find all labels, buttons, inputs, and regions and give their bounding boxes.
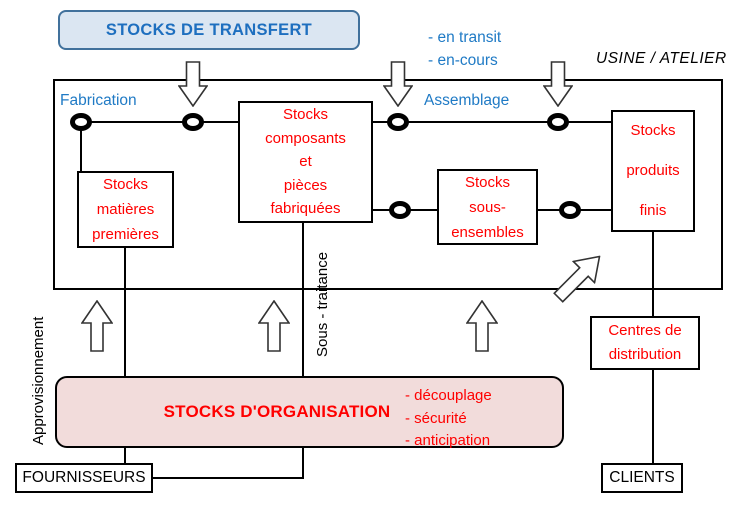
node-icon bbox=[559, 201, 581, 219]
node-icon bbox=[70, 113, 92, 131]
down-arrow-icon bbox=[178, 61, 208, 107]
approvisionnement-label: Approvisionnement bbox=[30, 316, 47, 445]
connector-line bbox=[80, 122, 82, 171]
fournisseurs-box: FOURNISSEURS bbox=[15, 463, 153, 493]
node-icon bbox=[387, 113, 409, 131]
usine-atelier-frame bbox=[53, 79, 723, 290]
stocks-de-transfert-label: STOCKS DE TRANSFERT bbox=[105, 20, 313, 39]
usine-atelier-caption: USINE / ATELIER bbox=[596, 50, 727, 67]
transit-encours-notes: - en transit - en-cours bbox=[428, 29, 502, 69]
stocks-sous-ensembles-box: Stocks sous- ensembles bbox=[437, 169, 538, 245]
connector-line bbox=[302, 448, 304, 479]
up-arrow-icon bbox=[258, 300, 290, 352]
node-icon bbox=[182, 113, 204, 131]
connector-line bbox=[124, 248, 126, 376]
stocks-produits-finis-box: Stocks produits finis bbox=[611, 110, 695, 232]
connector-line bbox=[124, 448, 126, 463]
down-arrow-icon bbox=[383, 61, 413, 107]
connector-line bbox=[302, 223, 304, 376]
connector-line bbox=[652, 370, 654, 463]
connector-line bbox=[373, 121, 611, 123]
stocks-organisation-box: STOCKS D'ORGANISATION - découplage - séc… bbox=[55, 376, 564, 449]
connector-line bbox=[81, 121, 238, 123]
down-arrow-icon bbox=[543, 61, 573, 107]
stocks-composants-box: Stocks composants et pièces fabriquées bbox=[238, 101, 373, 223]
stocks-organisation-label: STOCKS D'ORGANISATION bbox=[163, 402, 391, 421]
node-icon bbox=[547, 113, 569, 131]
node-icon bbox=[389, 201, 411, 219]
diagonal-arrow-icon bbox=[553, 255, 601, 303]
stocks-de-transfert-box: STOCKS DE TRANSFERT bbox=[58, 10, 360, 50]
stocks-matieres-premieres-box: Stocks matières premières bbox=[77, 171, 174, 248]
up-arrow-icon bbox=[81, 300, 113, 352]
connector-line bbox=[652, 232, 654, 316]
centres-distribution-box: Centres de distribution bbox=[590, 316, 700, 370]
fabrication-label: Fabrication bbox=[60, 92, 137, 109]
connector-line bbox=[153, 477, 304, 479]
stocks-organisation-bullets: - découplage - sécurité - anticipation bbox=[405, 387, 492, 449]
assemblage-label: Assemblage bbox=[424, 92, 510, 109]
up-arrow-icon bbox=[466, 300, 498, 352]
sous-traitance-label: Sous - traitance bbox=[314, 251, 331, 357]
clients-box: CLIENTS bbox=[601, 463, 683, 493]
